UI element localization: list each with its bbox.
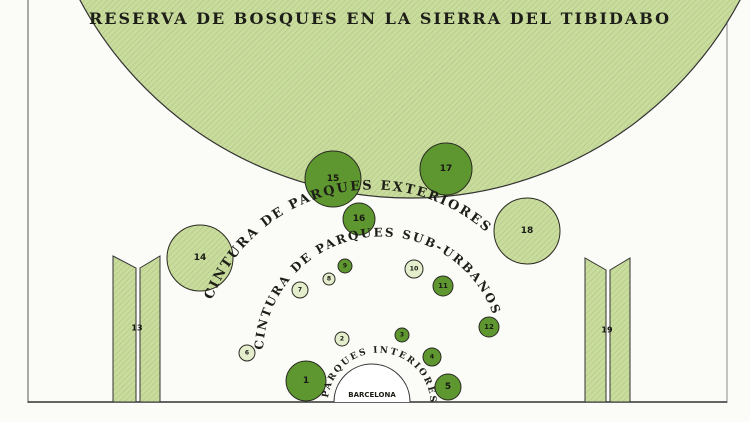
park-label: 6 — [245, 350, 249, 357]
park-label: 1 — [303, 376, 309, 386]
park-18: 18 — [493, 197, 561, 265]
barcelona-city: BARCELONA — [333, 363, 411, 403]
strip-13: 13 — [112, 255, 161, 403]
park-circle — [422, 347, 442, 367]
park-10: 10 — [404, 259, 424, 279]
park-label: 15 — [327, 174, 340, 184]
park-1: 1 — [285, 360, 327, 402]
park-15: 15 — [304, 150, 362, 208]
park-circle — [166, 224, 234, 292]
park-circle — [394, 327, 410, 343]
park-label: 14 — [194, 253, 207, 263]
park-9: 9 — [337, 258, 353, 274]
park-7: 7 — [291, 281, 309, 299]
park-label: 8 — [327, 276, 331, 283]
park-label: 3 — [400, 332, 404, 339]
park-circle — [285, 360, 327, 402]
park-circle — [291, 281, 309, 299]
park-17: 17 — [419, 142, 473, 196]
park-label: 11 — [438, 282, 448, 290]
park-circle — [419, 142, 473, 196]
park-8: 8 — [322, 272, 336, 286]
city-label: BARCELONA — [348, 391, 396, 399]
park-label: 7 — [298, 287, 302, 294]
park-label: 5 — [445, 382, 451, 392]
park-label: 2 — [340, 336, 344, 343]
park-circle — [304, 150, 362, 208]
park-14: 14 — [166, 224, 234, 292]
park-3: 3 — [394, 327, 410, 343]
park-circle — [434, 373, 462, 401]
park-16: 16 — [342, 202, 376, 236]
map-title: RESERVA DE BOSQUES EN LA SIERRA DEL TIBI… — [89, 9, 671, 28]
park-circle — [322, 272, 336, 286]
park-label: 12 — [484, 323, 494, 331]
park-circle — [334, 331, 350, 347]
strip-19: 19 — [584, 257, 631, 403]
park-5: 5 — [434, 373, 462, 401]
park-label: 4 — [430, 354, 435, 361]
park-circle — [432, 275, 454, 297]
park-4: 4 — [422, 347, 442, 367]
strip-label: 19 — [601, 326, 613, 335]
park-2: 2 — [334, 331, 350, 347]
strip-label: 13 — [131, 324, 142, 333]
park-circle — [342, 202, 376, 236]
park-label: 16 — [353, 214, 366, 224]
park-circle — [478, 316, 500, 338]
tibidabo-forest-reserve — [79, 0, 741, 199]
park-circle — [238, 344, 256, 362]
park-label: 18 — [521, 226, 534, 236]
park-6: 6 — [238, 344, 256, 362]
park-label: 10 — [410, 266, 419, 273]
park-circle — [337, 258, 353, 274]
park-circle — [404, 259, 424, 279]
park-circle — [493, 197, 561, 265]
park-11: 11 — [432, 275, 454, 297]
park-12: 12 — [478, 316, 500, 338]
park-label: 9 — [343, 263, 347, 270]
park-label: 17 — [440, 164, 453, 174]
